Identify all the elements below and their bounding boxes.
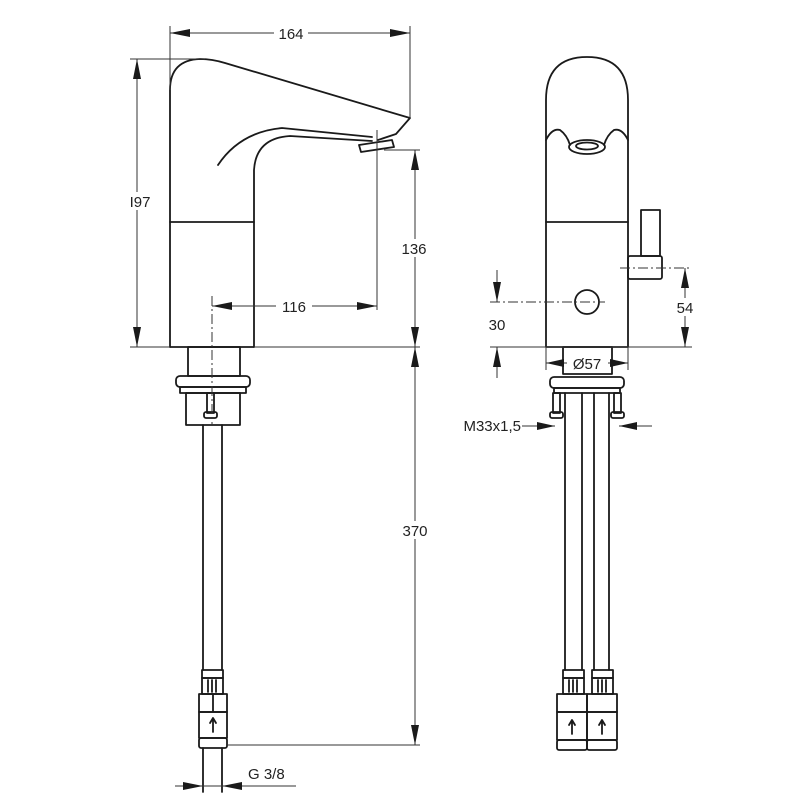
lever-handle — [640, 209, 661, 257]
front-view: 54 30 Ø57 M33x1,5 — [463, 56, 698, 751]
side-view: 164 I97 136 116 370 G 3/8 — [122, 24, 434, 793]
spout-notch — [545, 128, 629, 146]
hose-connector — [198, 669, 228, 749]
aerator — [568, 139, 606, 155]
dim-base-diameter: Ø57 — [573, 356, 601, 373]
spout-underside — [217, 127, 373, 166]
dim-overall-height: I97 — [130, 194, 151, 211]
fixing-bolt-right — [613, 392, 622, 414]
dim-spout-reach: 116 — [282, 299, 306, 316]
base-neck — [187, 346, 241, 377]
bolt-head — [203, 411, 218, 419]
hose-connector-right — [586, 669, 618, 751]
aerator-nozzle — [358, 139, 395, 153]
dim-mounting-thread: M33x1,5 — [463, 418, 521, 435]
dim-hose-length: 370 — [402, 523, 427, 540]
body-front-edge — [253, 135, 373, 348]
front-mounting-flange — [549, 376, 625, 389]
dim-hose-thread: G 3/8 — [248, 766, 285, 783]
fixing-bolt-left — [552, 392, 561, 414]
dim-overall-length: 164 — [278, 26, 303, 43]
dim-spout-height: 136 — [401, 241, 426, 258]
mounting-flange — [175, 375, 251, 388]
dim-lever-height: 54 — [677, 300, 694, 317]
hose-connector-left — [556, 669, 588, 751]
front-body-outline — [545, 56, 629, 348]
fixing-bolt — [206, 392, 215, 414]
dim-sensor-height: 30 — [489, 317, 506, 334]
mounting-nut — [185, 392, 241, 426]
